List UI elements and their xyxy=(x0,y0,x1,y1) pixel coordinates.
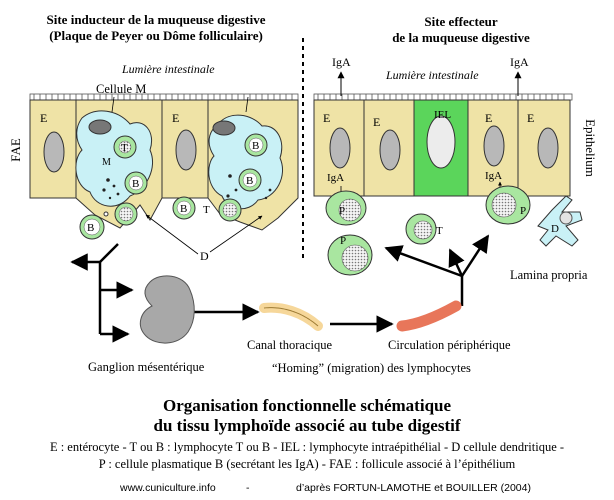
lymphocyte-b: B xyxy=(172,196,196,220)
lymphocyte-b: B xyxy=(124,171,148,195)
enterocyte-label: E xyxy=(373,115,380,129)
enterocyte-label: E xyxy=(172,111,179,125)
lumen-label-right: Lumière intestinale xyxy=(386,68,479,82)
svg-text:T: T xyxy=(436,225,443,237)
m-cell-mark: M xyxy=(102,157,111,168)
lymphocyte-t-label: T xyxy=(203,204,210,216)
ganglion-label: Ganglion mésentérique xyxy=(88,360,205,374)
dendritic-cell-group xyxy=(114,202,138,226)
svg-text:B: B xyxy=(132,178,139,190)
effector-site-title: Site effecteur de la muqueuse digestive xyxy=(356,14,566,46)
cell-m1-pointer xyxy=(111,96,115,113)
iel-label: IEL xyxy=(434,109,451,121)
mucosal-diagram: FAE E E T B M B B B xyxy=(8,38,598,344)
effector-epithelium xyxy=(313,93,573,197)
enterocyte-label: E xyxy=(485,111,492,125)
enterocyte-label: E xyxy=(527,111,534,125)
iga-label-basal-right: IgA xyxy=(485,170,502,182)
credit-separator: - xyxy=(246,482,250,494)
lymphocyte-t: T xyxy=(113,135,137,159)
effector-title-line1: Site effecteur xyxy=(424,14,498,29)
fae-label: FAE xyxy=(8,138,23,162)
svg-text:B: B xyxy=(180,203,187,215)
lymphocyte-b: B xyxy=(238,168,262,192)
site-credit: www.cuniculture.info xyxy=(120,482,216,494)
effector-title-line2: de la muqueuse digestive xyxy=(392,30,530,45)
inductive-title-line1: Site inducteur de la muqueuse digestive xyxy=(46,12,266,27)
canal-label: Canal thoracique xyxy=(247,338,333,352)
lymphocyte-t xyxy=(218,198,242,222)
homing-label: “Homing” (migration) des lymphocytes xyxy=(272,361,471,375)
legend: E : entérocyte - T ou B : lymphocyte T o… xyxy=(0,439,614,473)
svg-text:B: B xyxy=(252,140,259,152)
inductive-title-line2: (Plaque de Peyer ou Dôme folliculaire) xyxy=(49,28,263,43)
lumen-label-left: Lumière intestinale xyxy=(122,62,215,76)
iga-label-top-right: IgA xyxy=(510,55,529,69)
source-credit: d’après FORTUN-LAMOTHE et BOUILLER (2004… xyxy=(296,482,531,494)
plasma-cell: P xyxy=(325,190,367,226)
ganglion-shape xyxy=(139,275,195,344)
iga-label-basal-left: IgA xyxy=(327,172,344,184)
dendritic-label: D xyxy=(200,249,209,263)
inductive-site-title: Site inducteur de la muqueuse digestive … xyxy=(20,12,292,44)
enterocyte-label: E xyxy=(40,111,47,125)
cell-m-label-1: Cellule M xyxy=(96,82,147,96)
caption-line1: Organisation fonctionnelle schématique xyxy=(162,396,452,415)
svg-text:P: P xyxy=(340,235,346,247)
circulation-label: Circulation périphérique xyxy=(388,338,511,352)
lymphocyte-b: B xyxy=(244,133,268,157)
svg-text:B: B xyxy=(87,222,94,234)
circulation-shape xyxy=(396,300,462,332)
svg-text:P: P xyxy=(520,205,526,217)
caption-line2: du tissu lymphoïde associé au tube diges… xyxy=(153,416,461,435)
lymphocyte-t: T xyxy=(405,213,443,245)
cell-m2-pointer xyxy=(245,96,249,113)
epithelium-label: Epithelium xyxy=(583,119,598,177)
lamina-propria-label: Lamina propria xyxy=(510,268,588,282)
figure-caption: Organisation fonctionnelle schématique d… xyxy=(0,396,614,436)
fae-epithelium xyxy=(29,93,299,231)
svg-text:D: D xyxy=(551,223,559,235)
svg-text:P: P xyxy=(339,205,345,217)
svg-text:T: T xyxy=(121,142,128,154)
enterocyte-label: E xyxy=(323,111,330,125)
plasma-cell: P xyxy=(327,234,373,276)
lymphocyte-b: B xyxy=(79,214,105,240)
legend-line1: E : entérocyte - T ou B : lymphocyte T o… xyxy=(49,440,565,454)
plasma-cell: P xyxy=(485,185,531,225)
iga-label-top-left: IgA xyxy=(332,55,351,69)
svg-text:B: B xyxy=(246,175,253,187)
dendritic-cell: D xyxy=(537,195,583,247)
legend-line2: P : cellule plasmatique B (secrétant les… xyxy=(98,457,516,471)
